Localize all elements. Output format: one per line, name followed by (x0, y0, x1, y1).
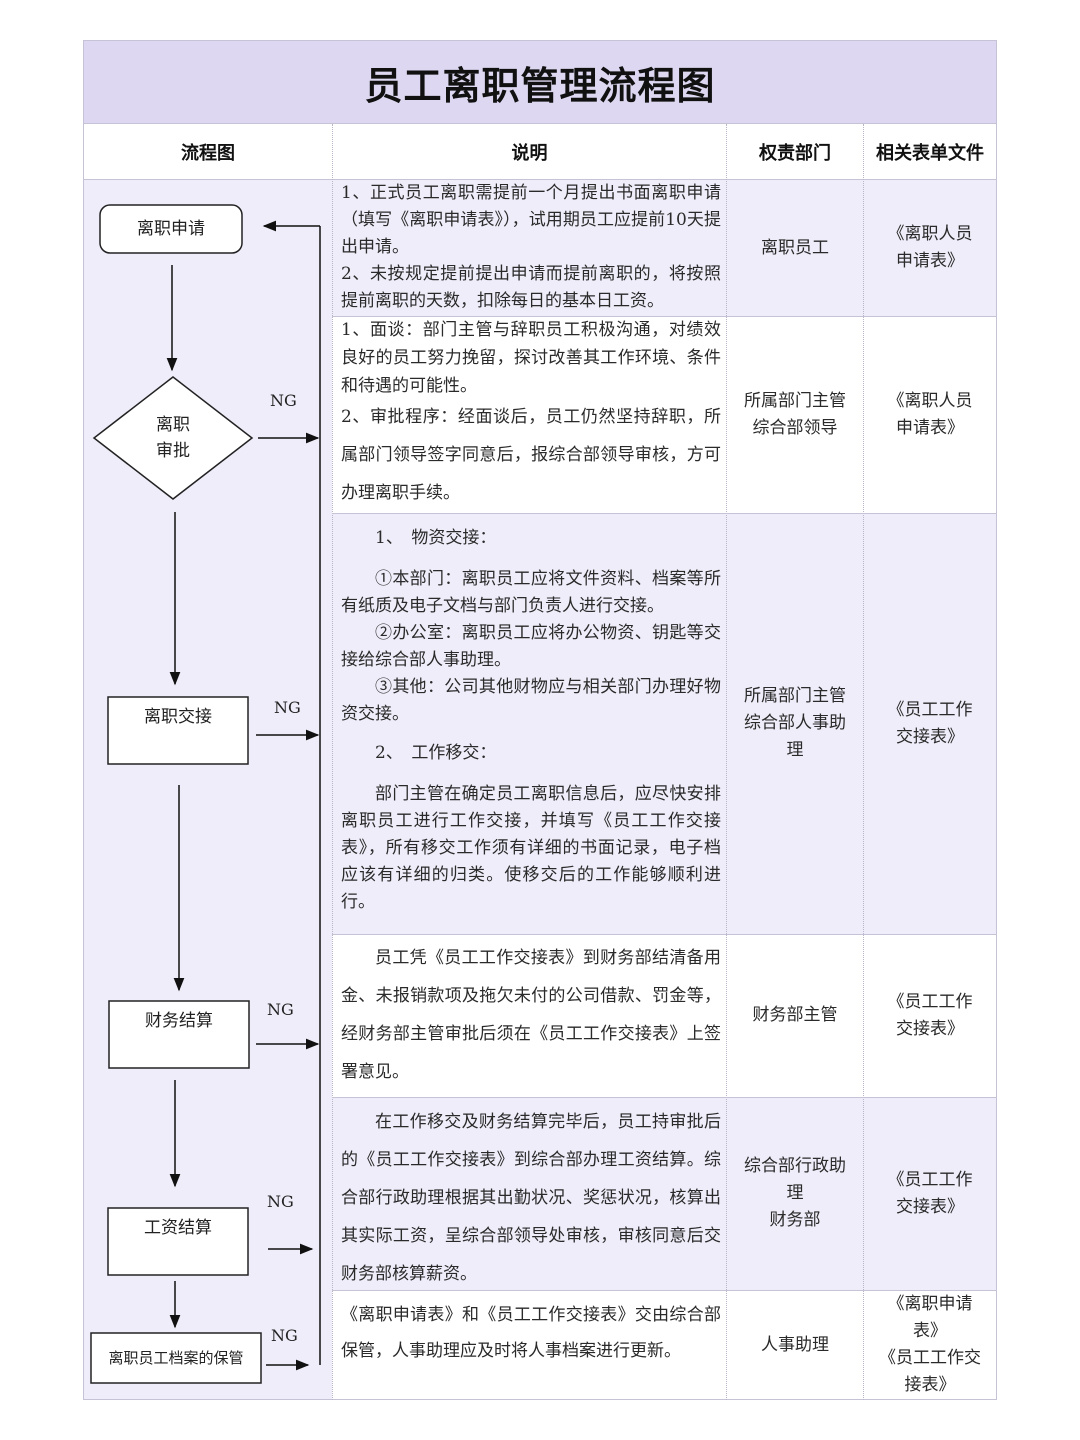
row-6-form: 《离职申请表》 《员工工作交接表》 (864, 1290, 996, 1400)
row-3-desc-item-3: ③其他：公司其他财物应与相关部门办理好物资交接。 (341, 677, 721, 724)
row-2-dept-line1: 所属部门主管 (744, 390, 846, 411)
header-department: 权责部门 (727, 124, 863, 180)
row-1-description: 1、正式员工离职需提前一个月提出书面离职申请（填写《离职申请表》），试用期员工应… (341, 180, 721, 315)
row-1-background (332, 180, 996, 316)
row-2-desc-item-2: 2、审批程序：经面谈后，员工仍然坚持辞职，所属部门领导签字同意后，报综合部领导审… (341, 407, 721, 503)
node-approve-line2: 审批 (156, 441, 190, 461)
row-5-desc-paragraph: 在工作移交及财务结算完毕后，员工持审批后的《员工工作交接表》到综合部办理工资结算… (341, 1112, 721, 1284)
row-4-form: 《员工工作交接表》 (887, 991, 973, 1039)
row-2-department: 所属部门主管 综合部领导 (727, 316, 863, 513)
row-divider (332, 316, 996, 317)
row-2-description: 1、面谈：部门主管与辞职员工积极沟通，对绩效良好的员工努力挽留，探讨改善其工作环… (341, 316, 721, 512)
row-5-background (332, 1097, 996, 1290)
title-bar: 员工离职管理流程图 (83, 40, 997, 124)
page-title: 员工离职管理流程图 (364, 63, 716, 108)
column-divider-1 (332, 124, 333, 1400)
row-1-department: 离职员工 (761, 237, 829, 258)
row-1-desc-item-1: 1、正式员工离职需提前一个月提出书面离职申请（填写《离职申请表》），试用期员工应… (341, 183, 721, 257)
node-approve-shape (92, 376, 254, 500)
row-1-desc-item-2: 2、未按规定提前提出申请而提前离职的，将按照提前离职的天数，扣除每日的基本日工资… (341, 264, 721, 311)
node-salary-shape (107, 1207, 249, 1276)
row-divider (332, 513, 996, 514)
row-divider (332, 934, 996, 935)
node-approve-label: 离职 审批 (120, 410, 226, 466)
node-finance-label: 财务结算 (145, 1011, 213, 1031)
row-6-form-line1: 《离职申请表》 (887, 1294, 973, 1341)
row-3-dept-line2: 综合部人事助理 (744, 713, 846, 760)
header-description: 说明 (333, 124, 726, 180)
row-3-desc-item-2: ②办公室：离职员工应将办公物资、钥匙等交接给综合部人事助理。 (341, 623, 721, 670)
ng-label-finance: NG (267, 1000, 294, 1019)
flow-column-background (84, 180, 332, 1399)
row-1-form: 《离职人员申请表》 (887, 224, 973, 271)
row-5-form: 《员工工作交接表》 (887, 1169, 973, 1217)
row-5-description: 在工作移交及财务结算完毕后，员工持审批后的《员工工作交接表》到综合部办理工资结算… (341, 1103, 721, 1293)
node-handover-shape (107, 696, 249, 765)
row-3-form: 《员工工作交接表》 (887, 699, 973, 747)
ng-label-salary: NG (267, 1192, 294, 1211)
row-6-department: 人事助理 (761, 1334, 829, 1355)
node-salary-label: 工资结算 (144, 1218, 212, 1238)
node-archive-label: 离职员工档案的保管 (108, 1349, 244, 1367)
row-divider (332, 1097, 996, 1098)
row-3-desc-item-1: ①本部门：离职员工应将文件资料、档案等所有纸质及电子文档与部门负责人进行交接。 (341, 569, 721, 616)
row-4-department: 财务部主管 (752, 1005, 838, 1025)
column-divider-2 (726, 124, 727, 1400)
ng-label-archive: NG (271, 1326, 298, 1345)
row-3-background (332, 513, 996, 934)
column-divider-3 (863, 124, 864, 1400)
row-4-desc-paragraph: 员工凭《员工工作交接表》到财务部结清备用金、未报销款项及拖欠未付的公司借款、罚金… (341, 948, 721, 1082)
row-2-desc-item-1: 1、面谈：部门主管与辞职员工积极沟通，对绩效良好的员工努力挽留，探讨改善其工作环… (341, 320, 721, 396)
header-flow: 流程图 (84, 124, 332, 180)
node-approve-line1: 离职 (156, 415, 190, 435)
node-apply-label: 离职申请 (137, 219, 205, 239)
row-2-form: 《离职人员申请表》 (887, 390, 973, 438)
node-apply-shape (99, 204, 243, 254)
row-3-department: 所属部门主管 综合部人事助理 (727, 513, 863, 934)
node-archive-shape (90, 1332, 262, 1384)
table-frame (83, 40, 997, 1400)
header-forms: 相关表单文件 (864, 124, 996, 180)
row-6-description: 《离职申请表》和《员工工作交接表》交由综合部保管，人事助理应及时将人事档案进行更… (341, 1297, 721, 1369)
node-finance-shape (108, 1000, 250, 1069)
node-handover-label: 离职交接 (144, 707, 212, 727)
row-2-dept-line2: 综合部领导 (752, 417, 838, 438)
row-4-description: 员工凭《员工工作交接表》到财务部结清备用金、未报销款项及拖欠未付的公司借款、罚金… (341, 939, 721, 1091)
row-5-department: 综合部行政助理 财务部 (727, 1097, 863, 1290)
row-3-description: 1、 物资交接： ①本部门：离职员工应将文件资料、档案等所有纸质及电子文档与部门… (341, 525, 721, 916)
row-5-dept-line1: 综合部行政助理 (744, 1156, 846, 1203)
row-5-dept-line2: 财务部 (769, 1210, 821, 1230)
row-3-desc-heading-1: 1、 物资交接： (375, 528, 497, 548)
ng-label-approve: NG (270, 391, 297, 410)
row-3-dept-line1: 所属部门主管 (744, 686, 846, 706)
row-3-desc-heading-2: 2、 工作移交： (375, 743, 497, 763)
row-divider (332, 1290, 996, 1291)
row-3-desc-paragraph: 部门主管在确定员工离职信息后，应尽快安排离职员工进行工作交接，并填写《员工工作交… (341, 784, 721, 912)
ng-label-handover: NG (274, 698, 301, 717)
row-6-desc-paragraph: 《离职申请表》和《员工工作交接表》交由综合部保管，人事助理应及时将人事档案进行更… (341, 1305, 721, 1361)
row-6-form-line2: 《员工工作交接表》 (879, 1348, 981, 1395)
